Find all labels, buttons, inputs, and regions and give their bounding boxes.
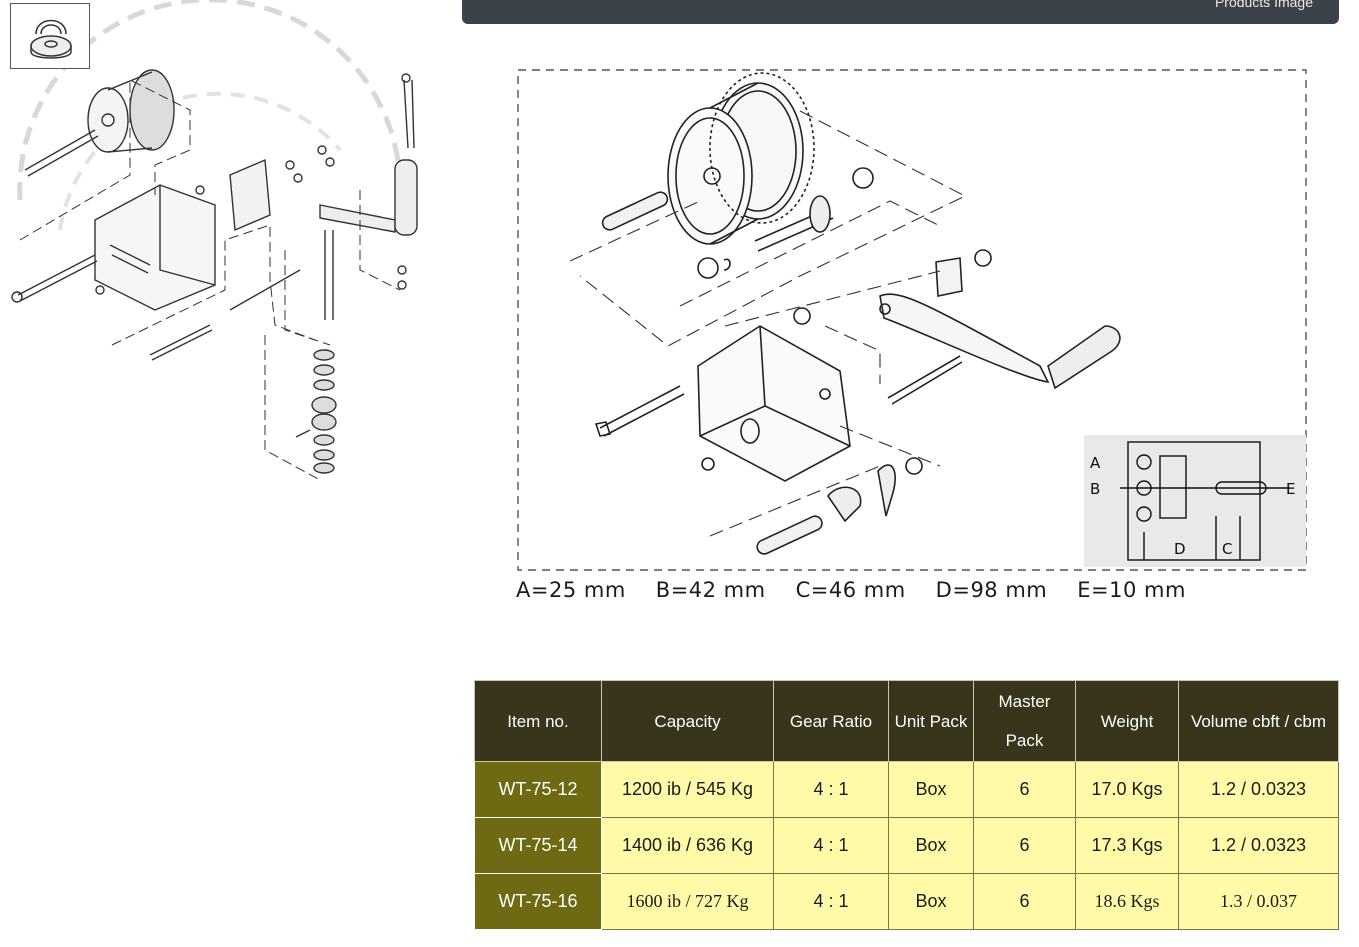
volume-cell: 1.2 / 0.0323: [1178, 761, 1339, 818]
thumbnail-image[interactable]: [10, 3, 90, 69]
master-pack-cell: 6: [973, 873, 1076, 930]
capacity-cell: 1600 ib / 727 Kg: [601, 873, 774, 930]
dimension-inset: A B D C E: [1084, 435, 1306, 567]
left-exploded-diagram: [0, 0, 450, 500]
winch-exploded-view-small: [11, 0, 418, 481]
unit-pack-cell: Box: [888, 873, 974, 930]
master-pack-cell: 6: [973, 761, 1076, 818]
dim-d: D=98 mm: [935, 578, 1048, 602]
weight-cell: 17.0 Kgs: [1075, 761, 1179, 818]
table-row: WT-75-16 1600 ib / 727 Kg 4 : 1 Box 6 18…: [474, 873, 1339, 930]
capacity-cell: 1400 ib / 636 Kg: [601, 817, 774, 874]
dim-c: C=46 mm: [795, 578, 906, 602]
dim-a: A=25 mm: [516, 578, 626, 602]
capacity-cell: 1200 ib / 545 Kg: [601, 761, 774, 818]
winch-exploded-view-large: A B D C E: [517, 69, 1307, 571]
gear-ratio-cell: 4 : 1: [773, 873, 889, 930]
dimension-values: A=25 mm B=42 mm C=46 mm D=98 mm E=10 mm: [516, 578, 1296, 608]
item-no-cell: WT-75-16: [474, 873, 602, 930]
col-item-no: Item no.: [474, 680, 602, 762]
banner-title: Products Image: [1214, 0, 1313, 10]
table-row: WT-75-14 1400 ib / 636 Kg 4 : 1 Box 6 17…: [474, 817, 1339, 874]
gear-ratio-cell: 4 : 1: [773, 817, 889, 874]
label-a: A: [1090, 454, 1101, 472]
item-no-cell: WT-75-12: [474, 761, 602, 818]
col-unit-pack: Unit Pack: [888, 680, 974, 762]
label-c: C: [1222, 540, 1232, 558]
unit-pack-cell: Box: [888, 817, 974, 874]
table-header-row: Item no. Capacity Gear Ratio Unit Pack M…: [474, 680, 1339, 762]
spec-table: Item no. Capacity Gear Ratio Unit Pack M…: [474, 680, 1339, 930]
col-weight: Weight: [1075, 680, 1179, 762]
unit-pack-cell: Box: [888, 761, 974, 818]
volume-cell: 1.2 / 0.0323: [1178, 817, 1339, 874]
weight-cell: 17.3 Kgs: [1075, 817, 1179, 874]
dim-e: E=10 mm: [1077, 578, 1186, 602]
bow-eye-icon: [30, 19, 72, 59]
label-b: B: [1090, 480, 1100, 498]
item-no-cell: WT-75-14: [474, 817, 602, 874]
label-d: D: [1174, 540, 1186, 558]
label-e: E: [1286, 480, 1295, 498]
master-pack-cell: 6: [973, 817, 1076, 874]
weight-cell: 18.6 Kgs: [1075, 873, 1179, 930]
volume-cell: 1.3 / 0.037: [1178, 873, 1339, 930]
dim-b: B=42 mm: [655, 578, 766, 602]
col-capacity: Capacity: [601, 680, 774, 762]
col-master-pack: Master Pack: [973, 680, 1076, 762]
gear-ratio-cell: 4 : 1: [773, 761, 889, 818]
col-volume: Volume cbft / cbm: [1178, 680, 1339, 762]
top-banner: Products Image: [462, 0, 1339, 24]
col-gear-ratio: Gear Ratio: [773, 680, 889, 762]
table-row: WT-75-12 1200 ib / 545 Kg 4 : 1 Box 6 17…: [474, 761, 1339, 818]
winch-dimension-diagram: A B D C E A=25 mm B=42 mm C=46 mm D=98 m…: [500, 26, 1312, 632]
